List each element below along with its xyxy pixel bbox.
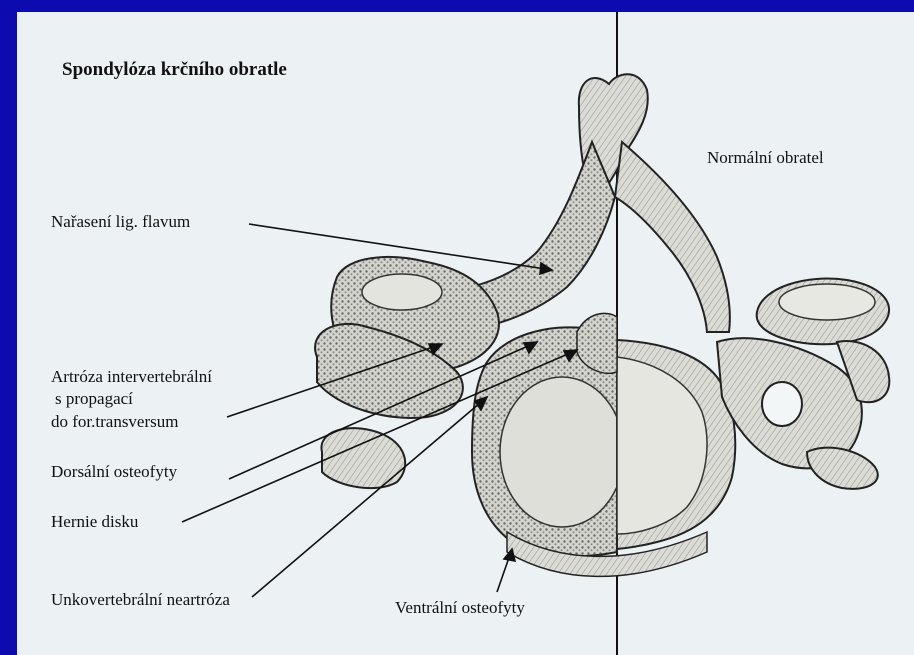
label-disc-herniation: Hernie disku bbox=[51, 512, 138, 532]
disc-surface-pathological bbox=[500, 377, 624, 527]
normal-lamina bbox=[615, 142, 730, 332]
figure-title: Spondylóza krčního obratle bbox=[62, 60, 287, 80]
leader-unko bbox=[252, 397, 487, 597]
foramen-transversarium bbox=[762, 382, 802, 426]
label-dorsal-osteophytes: Dorsální osteofyty bbox=[51, 462, 177, 482]
label-ventral-osteophytes: Ventrální osteofyty bbox=[395, 598, 525, 618]
vertebra-illustration bbox=[17, 12, 914, 655]
normal-lower-tubercle bbox=[807, 448, 878, 489]
label-artroza-line3: do for.transversum bbox=[51, 412, 178, 432]
label-normal-vertebra: Normální obratel bbox=[707, 148, 824, 168]
figure-panel: Spondylóza krčního obratle Normální obra… bbox=[17, 12, 914, 655]
left-facet-surface bbox=[362, 274, 442, 310]
label-ligamentum-flavum: Nařasení lig. flavum bbox=[51, 212, 190, 232]
normal-facet-surface bbox=[779, 284, 875, 320]
label-artroza-line2: s propagací bbox=[55, 389, 133, 409]
label-artroza-line1: Artróza intervertebrální bbox=[51, 367, 212, 387]
label-uncovertebral: Unkovertebrální neartróza bbox=[51, 590, 230, 610]
left-transverse-tip bbox=[321, 428, 405, 488]
